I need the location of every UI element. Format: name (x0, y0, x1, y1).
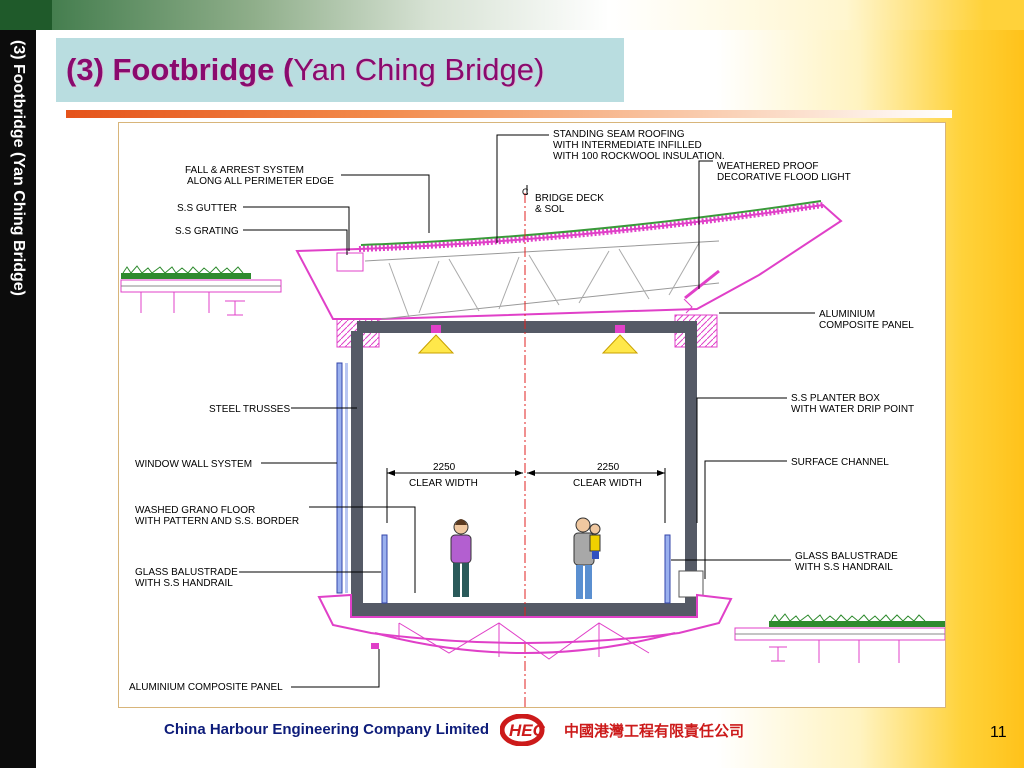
label-width-left-num: 2250 (433, 462, 456, 473)
label-deck-2: & SOL (535, 204, 565, 215)
label-floor-2: WITH PATTERN AND S.S. BORDER (135, 516, 299, 527)
label-floor-1: WASHED GRANO FLOOR (135, 505, 255, 516)
left-landscape (120, 265, 282, 316)
label-light-2: DECORATIVE FLOOD LIGHT (717, 172, 851, 183)
title-box (56, 38, 624, 102)
title-prefix: (3) Footbridge ( (66, 52, 294, 87)
label-channel: SURFACE CHANNEL (791, 457, 889, 468)
label-bal-right-1: GLASS BALUSTRADE (795, 551, 898, 562)
sidebar-bar (0, 30, 36, 768)
label-planter-2: WITH WATER DRIP POINT (791, 404, 914, 415)
label-window: WINDOW WALL SYSTEM (135, 459, 252, 470)
label-acp-top-2: COMPOSITE PANEL (819, 320, 914, 331)
pedestrian-man-with-child (573, 517, 601, 599)
label-deck-1: BRIDGE DECK (535, 193, 604, 204)
label-width-left-txt: CLEAR WIDTH (409, 478, 478, 489)
label-planter-1: S.S PLANTER BOX (791, 393, 880, 404)
label-width-right-num: 2250 (597, 462, 620, 473)
flood-lights (417, 325, 639, 354)
label-acp-top-1: ALUMINIUM (819, 309, 875, 320)
pedestrian-woman (450, 519, 472, 597)
section-svg: STANDING SEAM ROOFING WITH INTERMEDIATE … (120, 129, 946, 707)
corner-block (0, 0, 52, 30)
label-bal-right-2: WITH S.S HANDRAIL (795, 562, 893, 573)
glass-balustrades (381, 534, 704, 604)
page-number: 11 (990, 724, 1007, 741)
label-centerline: C (522, 187, 529, 197)
annotation-labels: STANDING SEAM ROOFING WITH INTERMEDIATE … (129, 129, 914, 693)
label-roofing-3: WITH 100 ROCKWOOL INSULATION. (553, 151, 725, 162)
footer-company-name: China Harbour Engineering Company Limite… (164, 721, 490, 738)
title-rest: Yan Ching Bridge) (293, 52, 545, 87)
label-roofing-1: STANDING SEAM ROOFING (553, 129, 685, 140)
title-underline (66, 110, 952, 118)
deck-truss (317, 593, 733, 660)
dimension-lines (386, 468, 666, 523)
label-trusses: STEEL TRUSSES (209, 404, 290, 415)
roof-canopy (295, 200, 843, 320)
label-fall-2: ALONG ALL PERIMETER EDGE (187, 176, 334, 187)
logo-text: HEC (509, 721, 546, 740)
label-bal-left-2: WITH S.S HANDRAIL (135, 578, 233, 589)
label-roofing-2: WITH INTERMEDIATE INFILLED (553, 140, 702, 151)
label-gutter: S.S GUTTER (177, 203, 237, 214)
footer-chinese-name: 中國港灣工程有限責任公司 (564, 722, 745, 740)
label-grating: S.S GRATING (175, 226, 239, 237)
sidebar-title: (3) Footbridge (Yan Ching Bridge) (10, 40, 27, 296)
top-gradient-band (36, 0, 1024, 30)
steel-frame (336, 314, 718, 617)
bridge-section-drawing: STANDING SEAM ROOFING WITH INTERMEDIATE … (118, 122, 946, 708)
label-width-right-txt: CLEAR WIDTH (573, 478, 642, 489)
label-fall-1: FALL & ARREST SYSTEM (185, 165, 304, 176)
right-landscape (734, 613, 946, 663)
leader-lines (239, 134, 815, 688)
company-logo: HEC (500, 714, 546, 746)
label-bal-left-1: GLASS BALUSTRADE (135, 567, 238, 578)
label-acp-bottom: ALUMINIUM COMPOSITE PANEL (129, 682, 283, 693)
slide-title: (3) Footbridge (Yan Ching Bridge) (66, 52, 544, 88)
label-light-1: WEATHERED PROOF (717, 161, 818, 172)
